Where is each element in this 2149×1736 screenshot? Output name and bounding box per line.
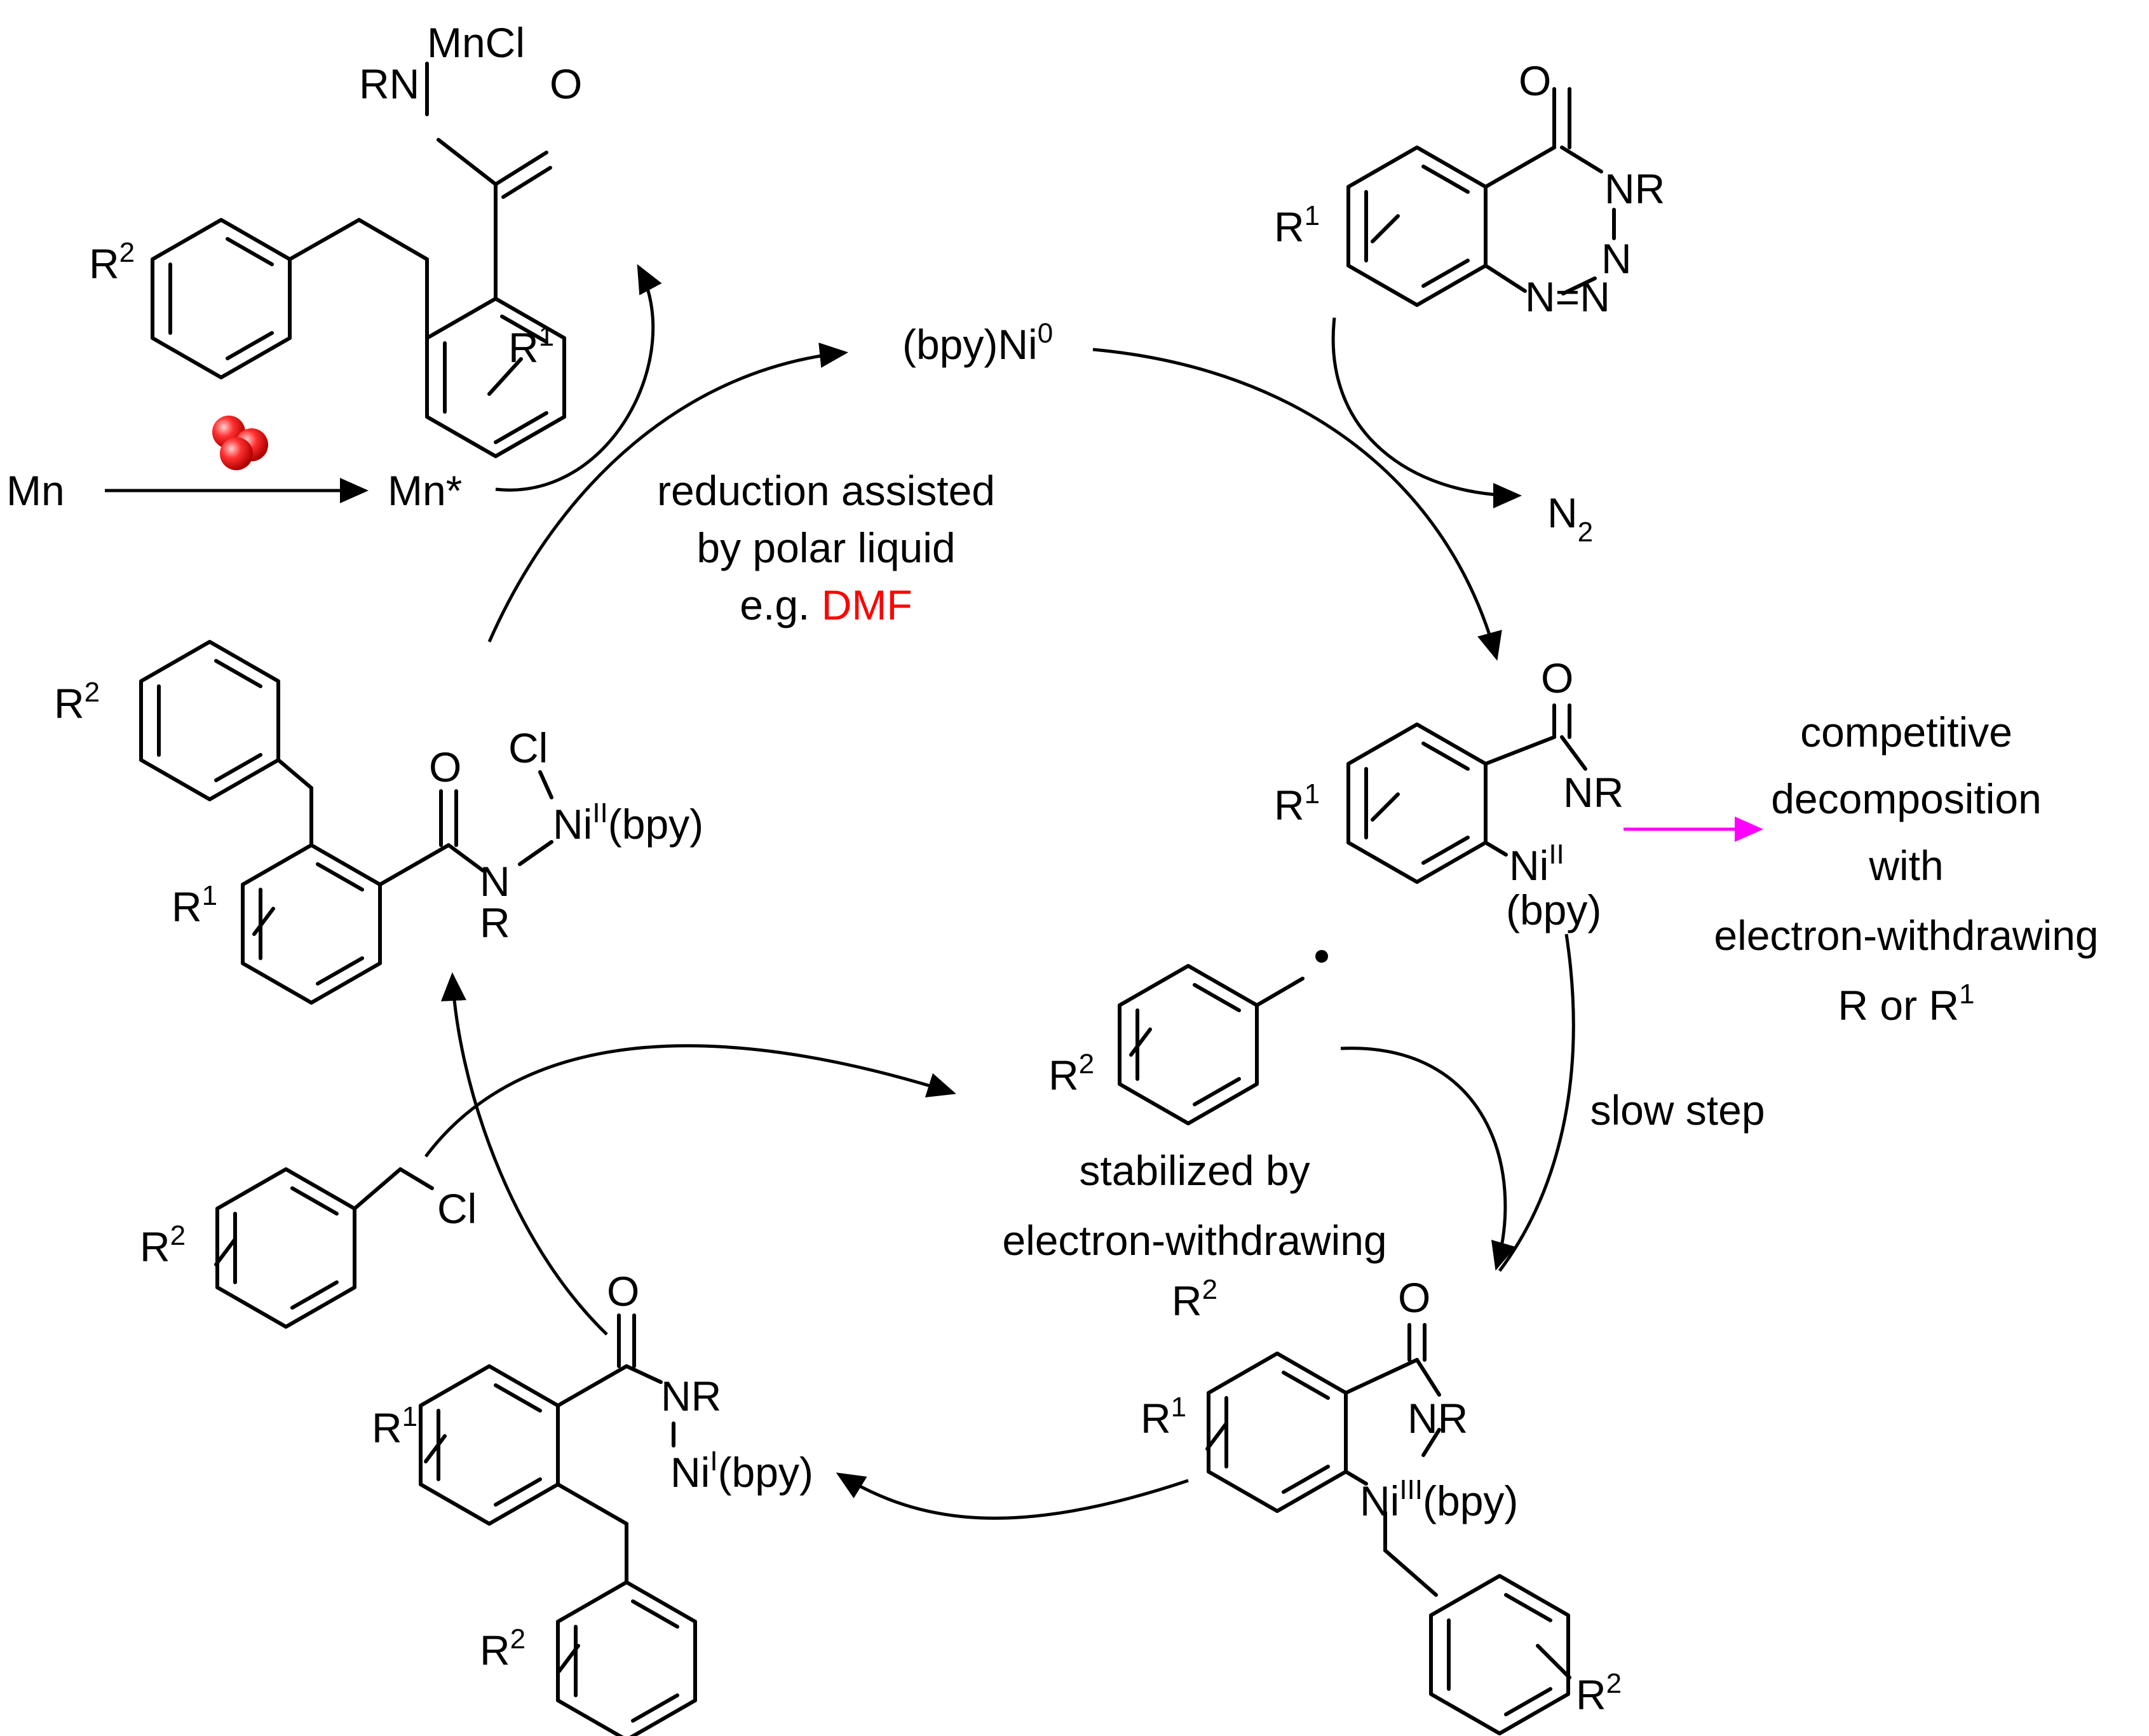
- nr-label: NR: [1604, 165, 1665, 212]
- ni-i-amido-complex: O NR NiI(bpy) R1 R2: [372, 1268, 813, 1736]
- ni-i-label: NiI(bpy): [670, 1446, 813, 1496]
- radical-dot-icon: [1315, 950, 1328, 963]
- stabilized-line1: stabilized by: [1079, 1147, 1310, 1194]
- product-amide-mncl: MnCl RN O R2 R1: [89, 19, 582, 458]
- oxygen-label: O: [550, 60, 582, 107]
- stabilized-line3: R2: [1172, 1274, 1217, 1324]
- rn-label: RN: [359, 60, 419, 107]
- r1-label: R1: [1274, 778, 1320, 829]
- reduction-line2: by polar liquid: [696, 524, 955, 571]
- competitive-line4: electron-withdrawing: [1714, 912, 2098, 959]
- ni-iii-label: NiIII(bpy): [1360, 1474, 1518, 1524]
- reduction-line1: reduction assisted: [657, 467, 995, 514]
- r2-label: R2: [1048, 1048, 1094, 1099]
- oxygen-label: O: [429, 743, 461, 790]
- competitive-note: competitive decomposition with electron-…: [1714, 709, 2098, 1029]
- cl-label: Cl: [437, 1185, 477, 1232]
- r1-label: R1: [1141, 1392, 1186, 1442]
- oxygen-label: O: [1398, 1274, 1430, 1321]
- benzotriazinone: O NR N N=N R1: [1274, 57, 1665, 320]
- r1-label: R1: [1274, 200, 1320, 250]
- nr-label: NR: [661, 1373, 721, 1420]
- ni-ii-label: NiII(bpy): [553, 797, 703, 848]
- slow-step-label: slow step: [1590, 1087, 1765, 1134]
- stabilized-line2: electron-withdrawing: [1002, 1217, 1386, 1264]
- n-label: N: [1601, 235, 1632, 282]
- reduction-note: reduction assisted by polar liquid e.g. …: [657, 467, 995, 628]
- ni0-label: (bpy)Ni0: [902, 318, 1053, 368]
- nr-label: NR: [1407, 1395, 1468, 1442]
- nr-label: NR: [1563, 769, 1624, 816]
- competitive-line5: R or R1: [1838, 979, 1974, 1029]
- r2-label: R2: [140, 1220, 186, 1270]
- r2-label: R2: [89, 237, 135, 287]
- r1-label: R1: [508, 321, 554, 371]
- cycle-arrows: [424, 264, 1575, 1520]
- n-label: N: [480, 858, 510, 905]
- reduction-line3: e.g. DMF: [740, 581, 912, 628]
- benzyl-radical: R2: [1048, 950, 1328, 1125]
- r2-label: R2: [1576, 1668, 1622, 1718]
- competitive-line1: competitive: [1800, 709, 2012, 756]
- n-n-label: N=N: [1525, 273, 1610, 320]
- ni-iii-complex: O NR NiIII(bpy) R1 R2: [1141, 1274, 1622, 1735]
- benzyl-chloride: R2 Cl: [140, 1167, 477, 1329]
- bpy-label: (bpy): [1506, 886, 1601, 933]
- r2-label: R2: [480, 1624, 525, 1674]
- stabilized-note: stabilized by electron-withdrawing R2: [1002, 1147, 1386, 1324]
- oxygen-label: O: [607, 1268, 639, 1315]
- r1-label: R1: [372, 1401, 417, 1451]
- ni-ii-amido-complex: R2 O Cl NiII(bpy) N R R1: [54, 640, 703, 1005]
- cl-label: Cl: [508, 724, 548, 771]
- n2-label: 2N2: [1547, 489, 1593, 548]
- competitive-line3: with: [1868, 842, 1943, 889]
- mn-star-label: Mn*: [388, 467, 462, 514]
- oxygen-label: O: [1541, 654, 1573, 702]
- mncl-label: MnCl: [427, 19, 525, 66]
- r2-label: R2: [54, 677, 100, 727]
- mn-activation: Mn Mn*: [6, 416, 462, 514]
- r-label: R: [480, 899, 510, 946]
- r1-label: R1: [172, 880, 217, 930]
- mn-label: Mn: [6, 467, 65, 514]
- oxygen-label: O: [1519, 57, 1551, 104]
- ni-ii-label: NiII: [1509, 839, 1564, 889]
- competitive-line2: decomposition: [1771, 775, 2042, 822]
- ni-ii-metallacycle: O NR NiII (bpy) R1: [1274, 654, 1624, 933]
